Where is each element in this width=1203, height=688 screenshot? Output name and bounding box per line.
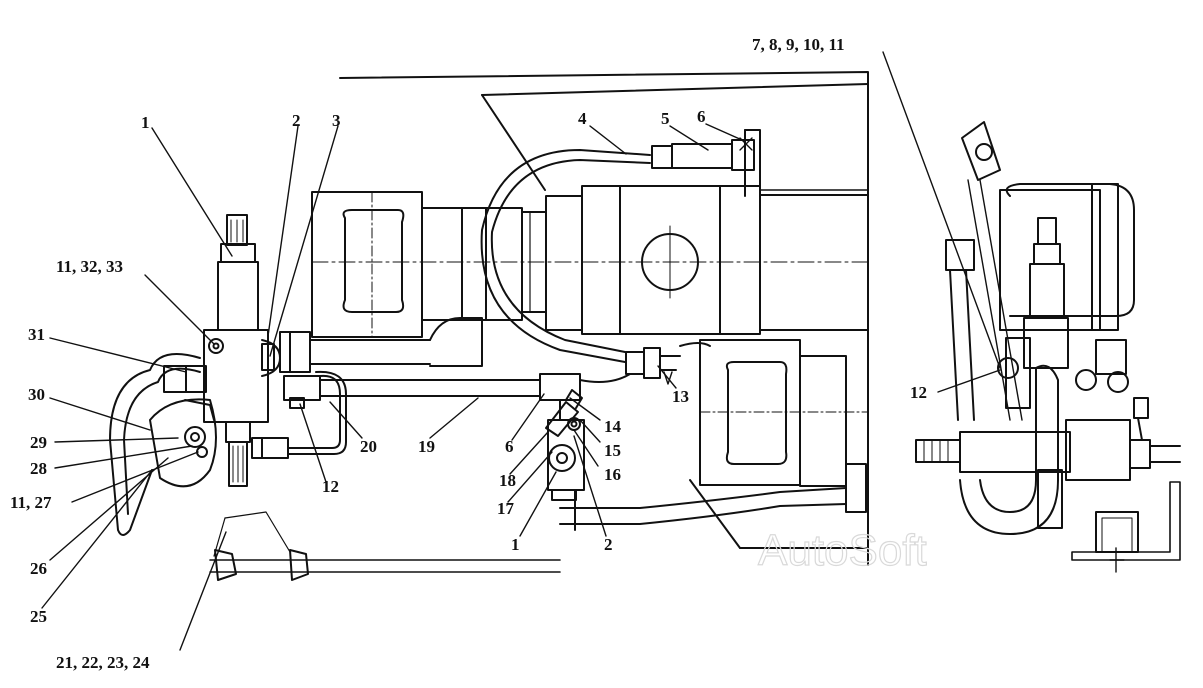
clamp	[149, 398, 217, 488]
callout-25: 25	[30, 607, 47, 626]
callout-13: 13	[672, 387, 689, 406]
leader-lines	[41, 51, 1001, 651]
coupling	[421, 195, 583, 331]
return-pipe	[109, 353, 207, 536]
callout-5: 5	[661, 109, 670, 128]
callout-2: 2	[292, 111, 301, 130]
left-motor-block	[311, 191, 423, 338]
lower-pipe	[559, 487, 847, 531]
valve-fittings	[279, 317, 631, 409]
side-view	[915, 121, 1181, 573]
callout-6-top: 6	[697, 107, 706, 126]
callout-15: 15	[604, 441, 621, 460]
callout-1: 1	[141, 113, 150, 132]
callout-3: 3	[332, 111, 341, 130]
callout-29: 29	[30, 433, 47, 452]
callout-17: 17	[497, 499, 515, 518]
callout-21-24: 21, 22, 23, 24	[56, 653, 150, 672]
callout-6-bottom: 6	[505, 437, 514, 456]
valve-block	[203, 214, 281, 487]
callout-31: 31	[28, 325, 45, 344]
callout-28: 28	[30, 459, 47, 478]
callout-4: 4	[578, 109, 587, 128]
callout-2-bottom: 2	[604, 535, 613, 554]
callout-30: 30	[28, 385, 45, 404]
callout-16: 16	[604, 465, 621, 484]
callout-11-27: 11, 27	[10, 493, 52, 512]
callout-26: 26	[30, 559, 47, 578]
curved-pipe	[480, 129, 761, 363]
mounting-bar	[209, 511, 561, 581]
housing-frame	[339, 71, 869, 566]
tube-20-nut	[251, 437, 289, 459]
callout-12-right: 12	[910, 383, 927, 402]
callout-labels: 1 2 3 4 5 6 7, 8, 9, 10, 11 11, 32, 33 3…	[10, 35, 927, 672]
distributor	[545, 389, 585, 501]
callout-20: 20	[360, 437, 377, 456]
callout-11-32-33: 11, 32, 33	[56, 257, 123, 276]
callout-12-left: 12	[322, 477, 339, 496]
tube-20	[287, 370, 347, 455]
lower-motor-block	[699, 339, 869, 513]
callout-19: 19	[418, 437, 435, 456]
callout-14: 14	[604, 417, 622, 436]
watermark: AutoSoft	[758, 526, 927, 575]
callout-7-11: 7, 8, 9, 10, 11	[752, 35, 845, 54]
pump-body	[581, 185, 869, 335]
callout-1-bottom: 1	[511, 535, 520, 554]
callout-18: 18	[499, 471, 516, 490]
